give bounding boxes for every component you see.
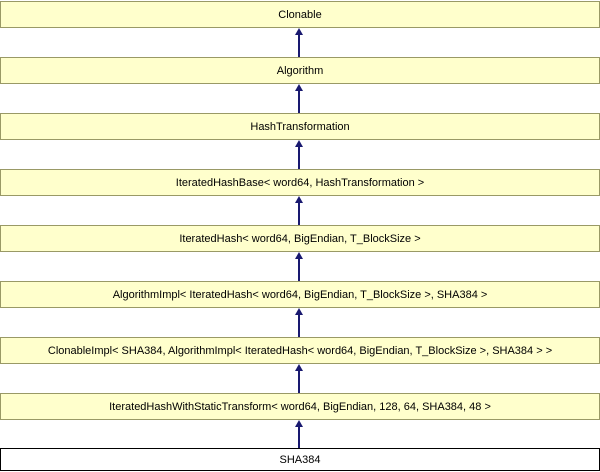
inheritance-arrow: [294, 420, 303, 448]
arrow-line: [297, 257, 300, 281]
inheritance-arrow: [294, 140, 303, 169]
arrow-line: [297, 145, 300, 169]
class-node-clonable[interactable]: Clonable: [0, 1, 600, 28]
arrowhead-up-icon: [294, 140, 303, 147]
arrow-line: [297, 369, 300, 393]
arrowhead-up-icon: [294, 308, 303, 315]
class-node-iteratedhashbase[interactable]: IteratedHashBase< word64, HashTransforma…: [0, 169, 600, 196]
arrowhead-up-icon: [294, 364, 303, 371]
inheritance-arrow: [294, 364, 303, 393]
arrowhead-up-icon: [294, 84, 303, 91]
class-node-iteratedhashwithstatictransform[interactable]: IteratedHashWithStaticTransform< word64,…: [0, 393, 600, 420]
inheritance-arrow: [294, 196, 303, 225]
arrow-line: [297, 33, 300, 57]
arrowhead-up-icon: [294, 28, 303, 35]
inheritance-arrow: [294, 252, 303, 281]
arrow-line: [297, 89, 300, 113]
arrowhead-up-icon: [294, 420, 303, 427]
inheritance-arrow: [294, 28, 303, 57]
arrow-line: [297, 201, 300, 225]
class-node-algorithm[interactable]: Algorithm: [0, 57, 600, 84]
inheritance-arrow: [294, 84, 303, 113]
class-node-algorithmimpl[interactable]: AlgorithmImpl< IteratedHash< word64, Big…: [0, 281, 600, 308]
class-node-iteratedhash[interactable]: IteratedHash< word64, BigEndian, T_Block…: [0, 225, 600, 252]
inheritance-arrow: [294, 308, 303, 337]
arrow-line: [297, 425, 300, 448]
arrow-line: [297, 313, 300, 337]
arrowhead-up-icon: [294, 196, 303, 203]
arrowhead-up-icon: [294, 252, 303, 259]
class-node-hashtransformation[interactable]: HashTransformation: [0, 113, 600, 140]
class-node-clonableimpl[interactable]: ClonableImpl< SHA384, AlgorithmImpl< Ite…: [0, 337, 600, 364]
class-node-sha384: SHA384: [0, 448, 600, 471]
